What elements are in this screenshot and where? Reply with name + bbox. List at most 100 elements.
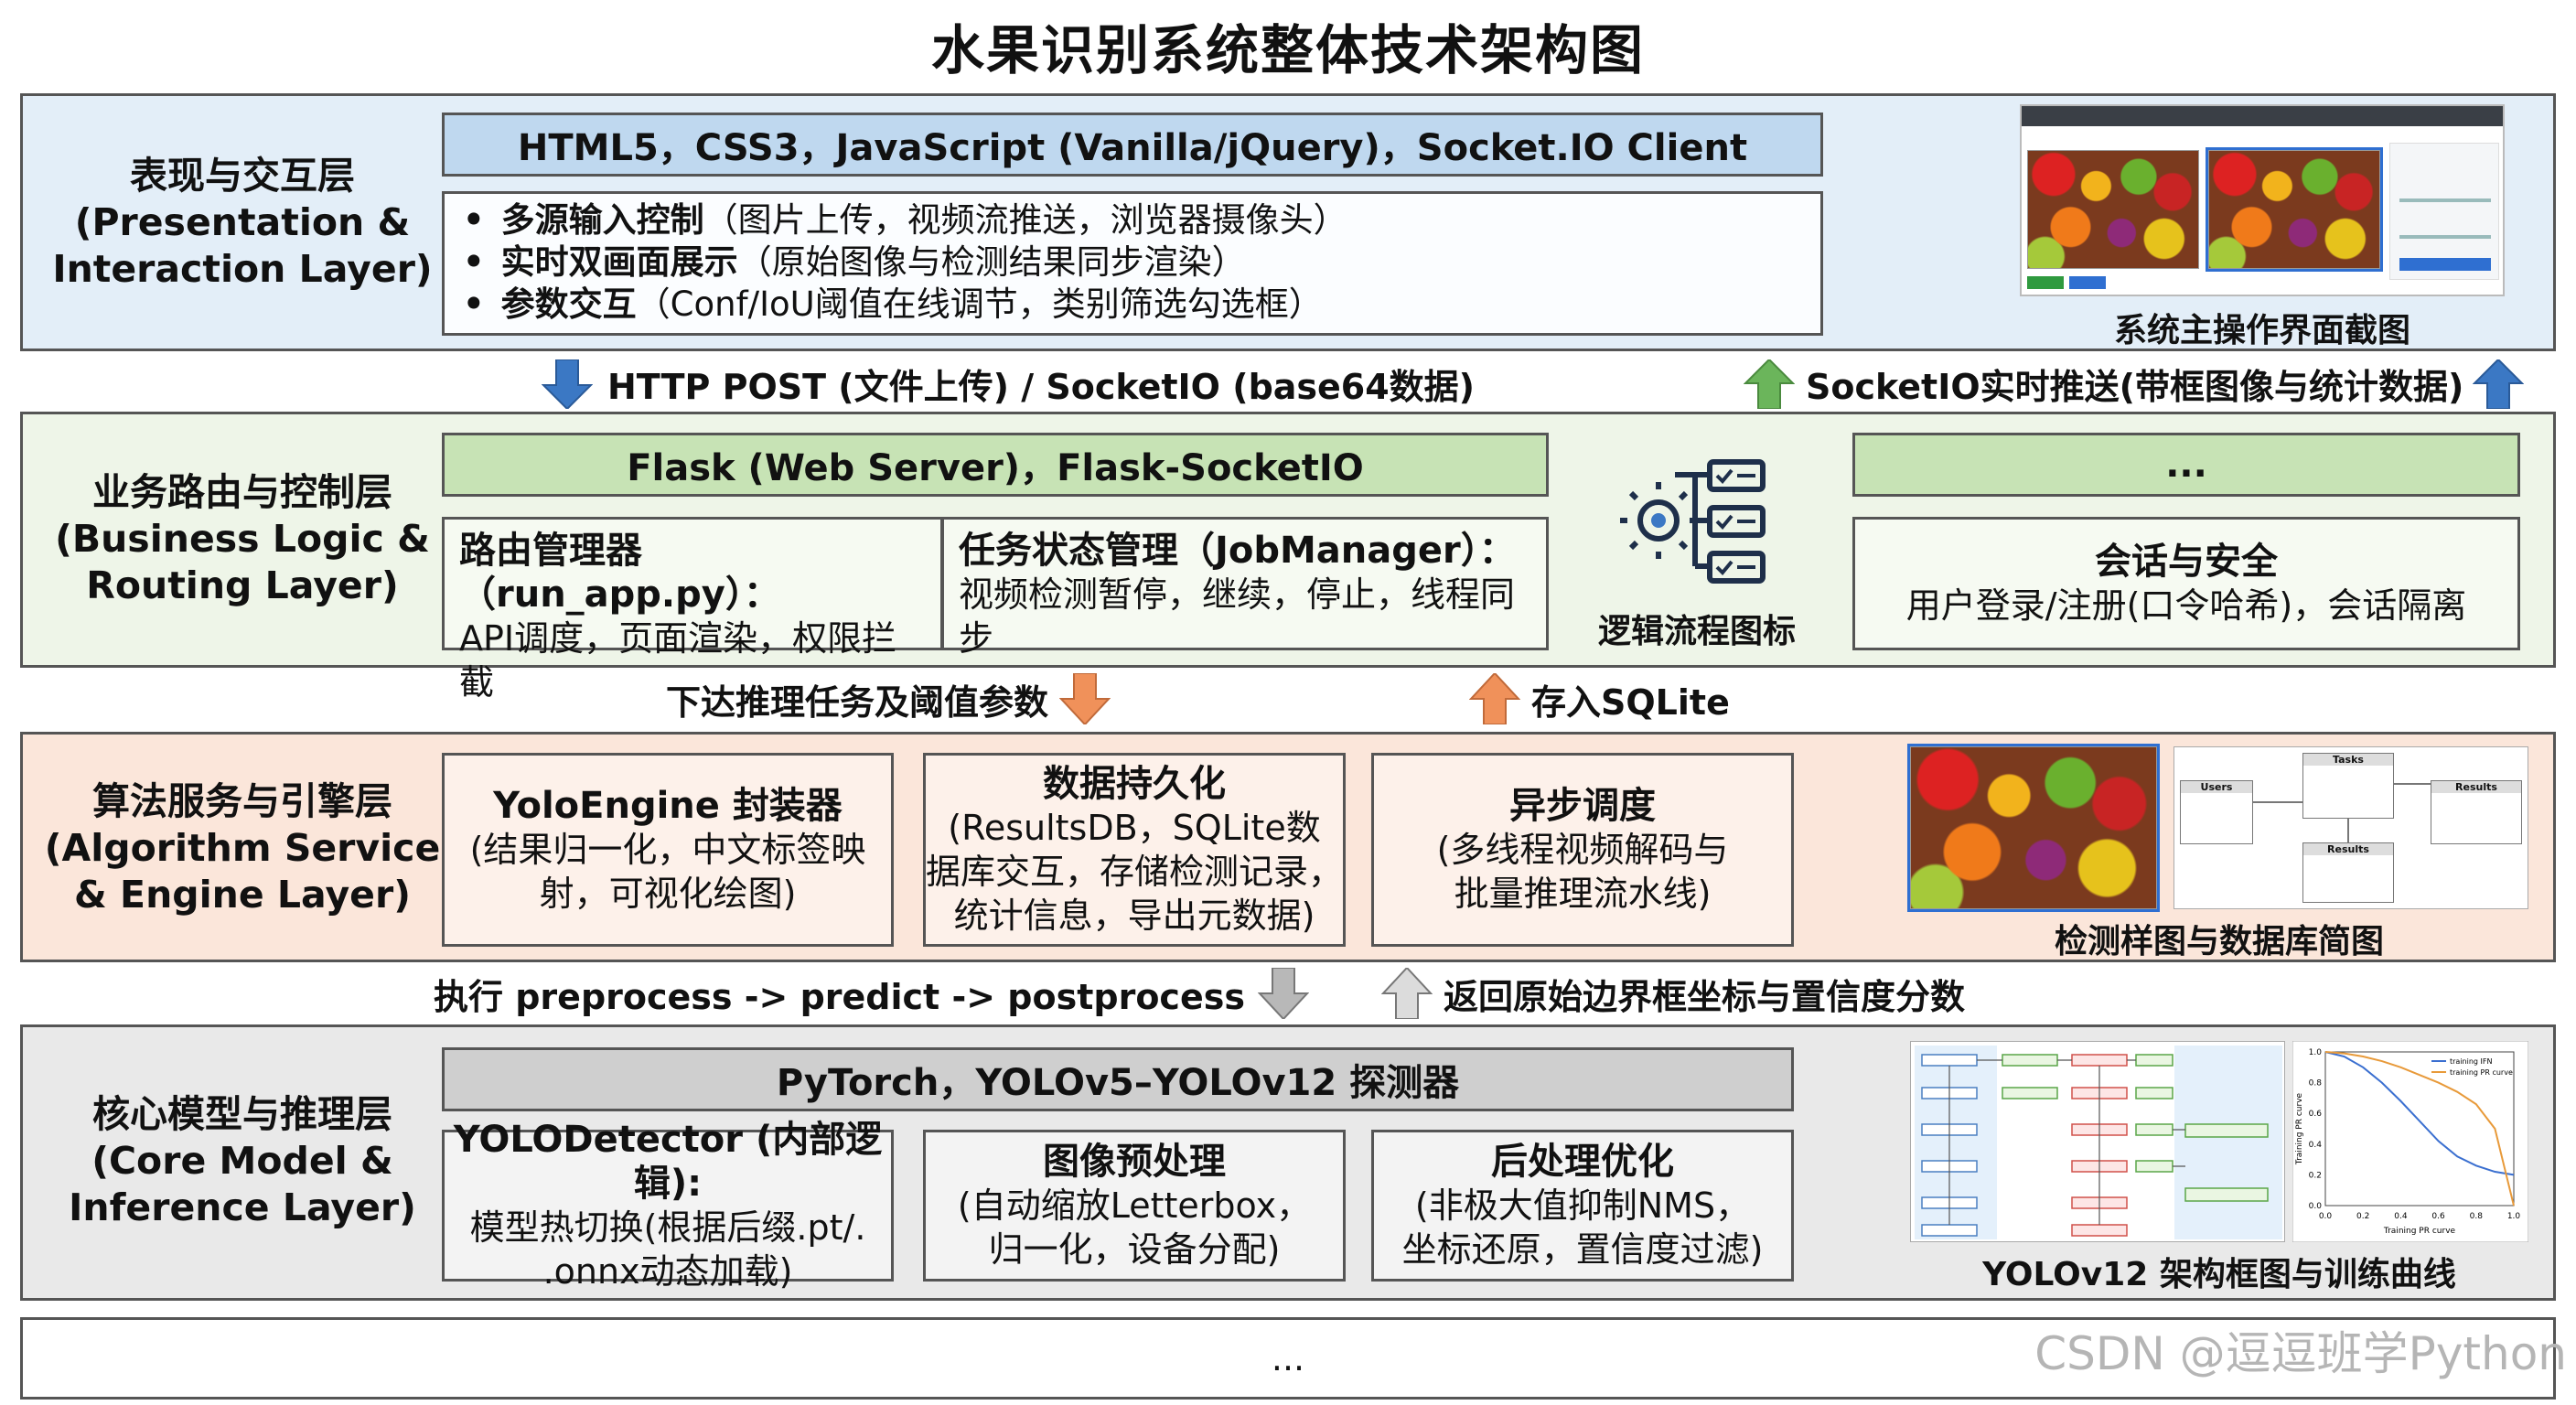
ui-screenshot-thumbnail xyxy=(2020,104,2505,296)
return-arrow-label: 返回原始边界框坐标与置信度分数 xyxy=(1444,976,1966,1017)
business-layer-name: 业务路由与控制层 (Business Logic & Routing Layer… xyxy=(41,469,444,609)
job-manager-box: 任务状态管理（JobManager）： 视频检测暂停，继续，停止，线程同步 xyxy=(941,517,1549,659)
request-arrow: HTTP POST (文件上传) / SocketIO (base64数据) xyxy=(542,359,1475,409)
async-scheduler-box: 异步调度 (多线程视频解码与 批量推理流水线) xyxy=(1371,753,1794,947)
persistence-desc-line: 据库交互，存储检测记录， xyxy=(926,852,1344,892)
x-axis-label: Training PR curve xyxy=(2383,1227,2456,1236)
up-arrow-icon xyxy=(1744,359,1795,409)
logic-flow-icon xyxy=(1620,459,1766,584)
yolo-detector-desc-line: .onnx动态加载) xyxy=(542,1251,793,1292)
feature-item: 参数交互（Conf/IoU阈值在线调节，类别筛选勾选框） xyxy=(463,284,1802,326)
session-security-box: 会话与安全 用户登录/注册(口令哈希)，会话隔离 xyxy=(1852,517,2520,650)
presentation-tech-stack: HTML5，CSS3，JavaScript (Vanilla/jQuery)，S… xyxy=(442,113,1823,177)
layer-name-line: (Algorithm Service xyxy=(44,826,441,870)
feature-item: 多源输入控制（图片上传，视频流推送，浏览器摄像头） xyxy=(463,199,1802,241)
store-arrow-label: 存入SQLite xyxy=(1531,681,1730,723)
x-tick-label: 0.6 xyxy=(2431,1212,2445,1221)
original-image-thumb xyxy=(2027,150,2199,269)
detection-db-caption: 检测样图与数据库简图 xyxy=(2054,923,2384,960)
persistence-title: 数据持久化 xyxy=(1043,763,1226,805)
x-tick-label: 1.0 xyxy=(2507,1212,2521,1221)
core-tech-stack: PyTorch，YOLOv5–YOLOv12 探测器 xyxy=(442,1047,1794,1111)
screenshot-caption: 系统主操作界面截图 xyxy=(2113,312,2410,349)
y-tick-label: 1.0 xyxy=(2309,1048,2323,1057)
session-security-title: 会话与安全 xyxy=(2095,541,2278,583)
layer-name-line: Inference Layer) xyxy=(69,1185,416,1229)
yolo-detector-box: YOLODetector (内部逻辑): 模型热切换(根据后缀.pt/. .on… xyxy=(442,1119,894,1292)
business-tech-stack: Flask (Web Server)，Flask-SocketIO xyxy=(442,433,1549,497)
dispatch-arrow: 下达推理任务及阈值参数 xyxy=(666,673,1111,724)
bottom-layer-placeholder: ... xyxy=(20,1317,2556,1400)
up-arrow-icon xyxy=(2473,359,2525,409)
detection-sample-image xyxy=(1907,744,2160,912)
postprocess-desc-line: (非极大值抑制NMS， xyxy=(1414,1185,1751,1226)
preprocess-desc-line: 归一化，设备分配) xyxy=(988,1229,1281,1270)
layer-name-line: & Engine Layer) xyxy=(74,873,411,917)
y-tick-label: 0.6 xyxy=(2309,1110,2323,1119)
up-arrow-icon xyxy=(1381,968,1433,1019)
x-tick-label: 0.4 xyxy=(2394,1212,2408,1221)
down-arrow-icon xyxy=(1059,673,1111,724)
bottom-layer-text: ... xyxy=(1271,1338,1305,1378)
async-scheduler-desc-line: 批量推理流水线) xyxy=(1454,874,1712,914)
router-manager-desc: API调度，页面渲染，权限拦截 xyxy=(459,618,897,702)
yolo-engine-box: YoloEngine 封装器 (结果归一化，中文标签映 射，可视化绘图) xyxy=(442,753,894,947)
persistence-desc-line: (ResultsDB，SQLite数 xyxy=(948,808,1321,848)
persistence-box: 数据持久化 (ResultsDB，SQLite数 据库交互，存储检测记录， 统计… xyxy=(923,753,1346,947)
job-manager-title: 任务状态管理（JobManager）： xyxy=(959,530,1516,572)
database-diagram: Users Tasks Results Results xyxy=(2174,746,2528,909)
preprocess-desc-line: (自动缩放Letterbox， xyxy=(957,1185,1312,1226)
legend-label: training IFN xyxy=(2450,1057,2492,1066)
yolo-engine-desc-line: 射，可视化绘图) xyxy=(539,874,797,914)
chart-frame xyxy=(2324,1051,2515,1207)
postprocess-desc-line: 坐标还原，置信度过滤) xyxy=(1401,1229,1764,1270)
layer-name-line: (Core Model & xyxy=(91,1139,393,1183)
series-line xyxy=(2324,1051,2515,1176)
core-layer-name: 核心模型与推理层 (Core Model & Inference Layer) xyxy=(41,1091,444,1231)
router-manager-title: 路由管理器（run_app.py）： xyxy=(459,530,780,616)
feature-item: 实时双画面展示（原始图像与检测结果同步渲染） xyxy=(463,241,1802,284)
yolo-detector-desc-line: 模型热切换(根据后缀.pt/. xyxy=(469,1207,866,1248)
y-axis-label: Training PR curve xyxy=(2295,1092,2304,1165)
return-arrow: 返回原始边界框坐标与置信度分数 xyxy=(1381,968,1965,1019)
business-extra-stack: ... xyxy=(1852,433,2520,497)
layer-name-line: Interaction Layer) xyxy=(52,247,433,291)
down-arrow-icon xyxy=(542,359,593,409)
dispatch-arrow-label: 下达推理任务及阈值参数 xyxy=(666,681,1049,723)
x-tick-label: 0.2 xyxy=(2356,1212,2369,1221)
job-manager-desc: 视频检测暂停，继续，停止，线程同步 xyxy=(959,574,1516,659)
x-tick-label: 0.8 xyxy=(2470,1212,2484,1221)
router-manager-box: 路由管理器（run_app.py）： API调度，页面渲染，权限拦截 xyxy=(442,517,943,702)
layer-name-line: (Presentation & xyxy=(74,200,411,244)
y-tick-label: 0.2 xyxy=(2309,1171,2322,1180)
page-title: 水果识别系统整体技术架构图 xyxy=(930,19,1645,81)
db-table: Users xyxy=(2180,780,2253,844)
preprocess-box: 图像预处理 (自动缩放Letterbox， 归一化，设备分配) xyxy=(923,1130,1346,1282)
business-layer: 业务路由与控制层 (Business Logic & Routing Layer… xyxy=(20,412,2556,702)
preprocess-title: 图像预处理 xyxy=(1043,1141,1226,1183)
execute-arrow: 执行 preprocess -> predict -> postprocess xyxy=(434,968,1309,1019)
async-scheduler-title: 异步调度 xyxy=(1509,785,1656,827)
db-table: Results xyxy=(2302,842,2394,903)
db-relations xyxy=(2253,783,2431,842)
layer-name-line: 算法服务与引擎层 xyxy=(92,779,392,823)
y-tick-label: 0.0 xyxy=(2309,1202,2323,1211)
settings-panel-thumb xyxy=(2389,143,2499,280)
async-scheduler-desc-line: (多线程视频解码与 xyxy=(1436,830,1729,870)
algorithm-layer-name: 算法服务与引擎层 (Algorithm Service & Engine Lay… xyxy=(41,778,444,918)
y-tick-label: 0.8 xyxy=(2309,1079,2323,1089)
architecture-blocks xyxy=(1915,1046,2282,1239)
push-arrow-label: SocketIO实时推送(带框图像与统计数据) xyxy=(1806,367,2464,407)
db-table: Tasks xyxy=(2302,753,2394,819)
layer-name-line: (Business Logic & xyxy=(55,517,430,561)
layer-name-line: 核心模型与推理层 xyxy=(92,1092,392,1136)
logic-flow-caption: 逻辑流程图标 xyxy=(1597,613,1796,650)
yolo-detector-title: YOLODetector (内部逻辑): xyxy=(453,1119,883,1205)
watermark: CSDN @逗逗班学Python xyxy=(2034,1327,2567,1380)
postprocess-box: 后处理优化 (非极大值抑制NMS， 坐标还原，置信度过滤) xyxy=(1371,1130,1794,1282)
y-tick-label: 0.4 xyxy=(2309,1141,2323,1150)
persistence-desc-line: 统计信息，导出元数据) xyxy=(953,896,1315,936)
series-line xyxy=(2324,1051,2515,1207)
layer-name-line: Routing Layer) xyxy=(86,563,399,607)
